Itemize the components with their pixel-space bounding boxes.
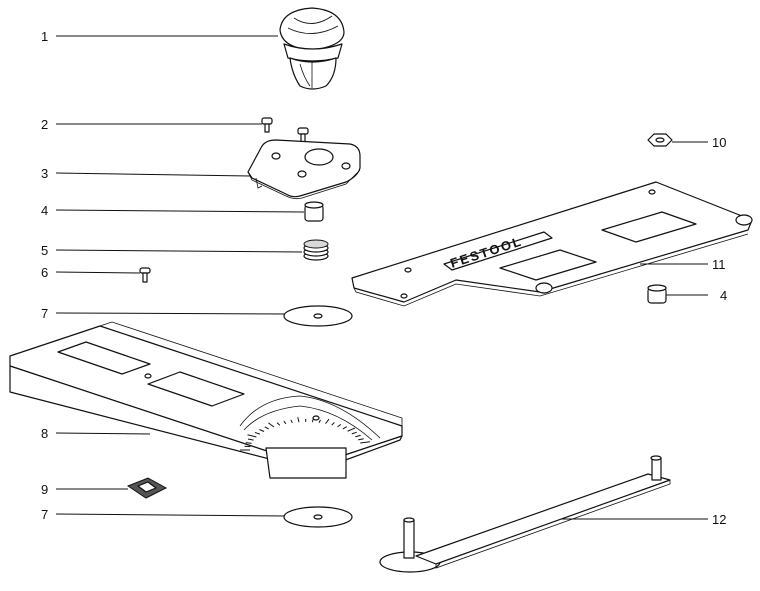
callout-5: 5 xyxy=(41,243,48,258)
protractor-tick xyxy=(259,429,265,432)
callout-4: 4 xyxy=(41,203,48,218)
part-12-guide-bar xyxy=(379,455,671,573)
protractor-tick xyxy=(360,441,370,444)
part-3-cover xyxy=(247,139,361,200)
callout-1: 1 xyxy=(41,29,48,44)
callout-3: 3 xyxy=(41,166,48,181)
callout-7-lower: 7 xyxy=(41,507,48,522)
protractor-tick xyxy=(254,431,261,435)
protractor-tick xyxy=(325,418,330,425)
protractor-tick xyxy=(283,420,287,425)
protractor-tick xyxy=(337,423,342,428)
part-10-hex-nut xyxy=(647,133,673,147)
part-11-base-plate: FESTOOL xyxy=(351,181,753,307)
callout-12: 12 xyxy=(712,512,726,527)
protractor-tick xyxy=(297,417,300,423)
protractor-tick xyxy=(355,434,361,438)
protractor-tick xyxy=(247,438,254,441)
leader-line-3 xyxy=(55,172,251,177)
callout-10: 10 xyxy=(712,135,726,150)
part-4-bushing-right xyxy=(647,284,667,304)
protractor-tick xyxy=(264,426,269,430)
part-2-screws xyxy=(261,117,309,144)
protractor-tick xyxy=(247,434,257,438)
part-9-square-nut xyxy=(126,477,168,499)
protractor-tick xyxy=(268,422,275,428)
protractor-tick xyxy=(245,442,252,444)
part-5-spring xyxy=(303,239,329,261)
protractor-tick xyxy=(347,427,356,432)
part-8-fence-base xyxy=(9,321,403,479)
protractor-tick xyxy=(276,422,281,426)
callout-11: 11 xyxy=(712,257,726,272)
leader-line-7a xyxy=(55,312,289,315)
leader-line-5 xyxy=(55,249,303,253)
callout-9: 9 xyxy=(41,482,48,497)
protractor-tick xyxy=(311,419,314,423)
protractor-tick xyxy=(318,419,321,423)
callout-7-upper: 7 xyxy=(41,306,48,321)
part-1-knob xyxy=(279,7,345,90)
part-7-washer-lower xyxy=(283,506,353,528)
leader-line-8 xyxy=(55,432,151,435)
part-4-bushing xyxy=(304,201,324,222)
protractor-tick xyxy=(290,419,293,424)
callout-8: 8 xyxy=(41,426,48,441)
protractor-tick xyxy=(342,426,348,430)
protractor-ticks xyxy=(240,417,370,451)
part-7-washer-upper xyxy=(283,305,353,327)
leader-line-4 xyxy=(55,209,305,213)
protractor-tick xyxy=(331,422,335,426)
protractor-tick xyxy=(351,431,357,435)
part-6-screw xyxy=(139,267,151,283)
callout-2: 2 xyxy=(41,117,48,132)
leader-line-7b xyxy=(55,513,287,517)
leader-line-6 xyxy=(55,271,141,274)
callout-4-right: 4 xyxy=(720,288,727,303)
callout-6: 6 xyxy=(41,265,48,280)
protractor-tick xyxy=(358,438,364,441)
